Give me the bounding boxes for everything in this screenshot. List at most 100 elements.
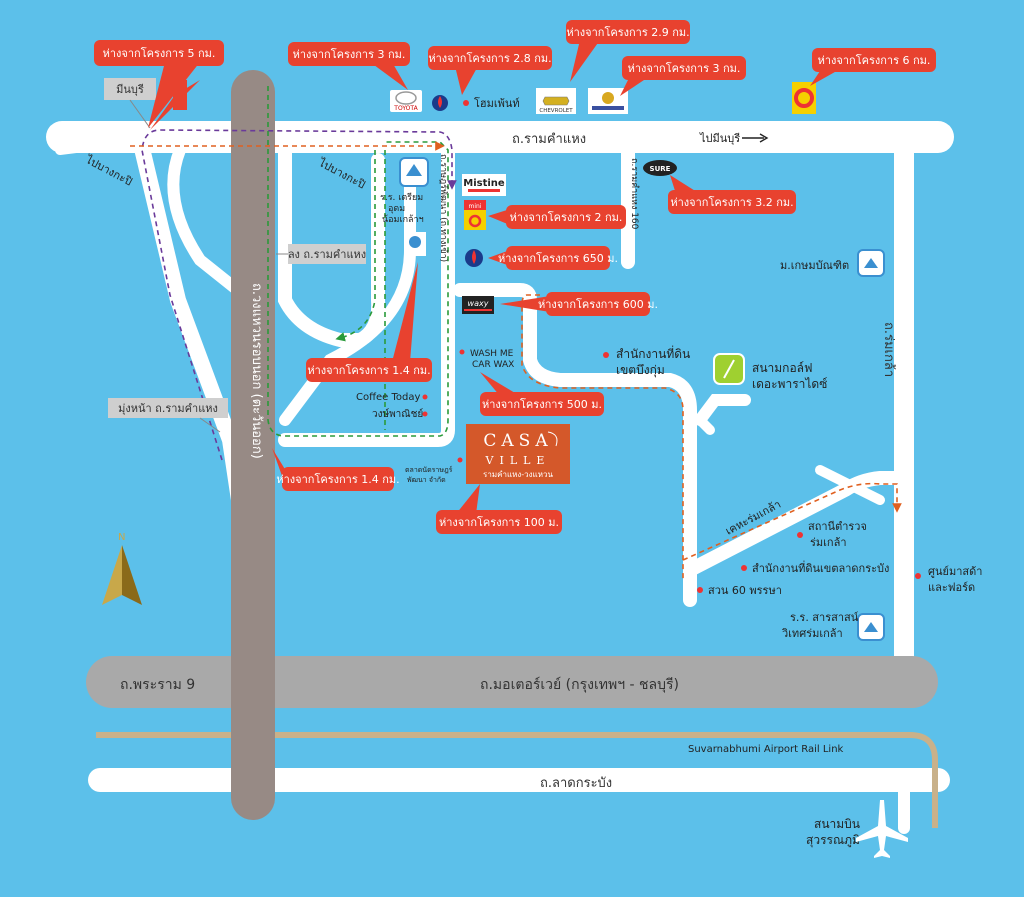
lat-krabang-office-dot: [741, 565, 747, 571]
airport-label-2: สุวรรณภูมิ: [806, 833, 860, 848]
svg-text:ห่างจากโครงการ 5 กม.: ห่างจากโครงการ 5 กม.: [103, 46, 216, 60]
svg-text:mini: mini: [469, 203, 482, 210]
market-label-1: ตลาดนัดราษฎร์: [405, 466, 453, 474]
ramkhamhaeng-label: ถ.รามคำแหง: [512, 132, 586, 147]
road-network: [46, 121, 954, 834]
callout-2-9km: ห่างจากโครงการ 2.9 กม.: [566, 20, 690, 82]
mazda-label-2: และฟอร์ด: [928, 581, 975, 594]
home-paint-label: โฮมเพ้นท์: [474, 96, 520, 110]
car-wash-label-2: CAR WAX: [472, 360, 514, 370]
ring-road: [231, 70, 275, 820]
land-office-dot: [603, 352, 609, 358]
svg-text:waxy: waxy: [468, 299, 489, 308]
callout-3km: ห่างจากโครงการ 3 กม.: [620, 56, 746, 96]
svg-text:N: N: [118, 532, 125, 543]
callout-2-8km: ห่างจากโครงการ 2.8 กม.: [428, 46, 552, 95]
svg-text:ห่างจากโครงการ 600 ม.: ห่างจากโครงการ 600 ม.: [538, 297, 658, 311]
motorway-label: ถ.มอเตอร์เวย์ (กรุงเทพฯ - ชลบุรี): [480, 676, 679, 693]
svg-text:ห่างจากโครงการ 100 ม.: ห่างจากโครงการ 100 ม.: [439, 515, 559, 529]
svg-text:ห่างจากโครงการ 3.2 กม.: ห่างจากโครงการ 3.2 กม.: [670, 195, 793, 209]
svg-text:SURE: SURE: [650, 165, 671, 173]
callouts: ห่างจากโครงการ 5 กม. ห่างจากโครงการ 3 กม…: [94, 20, 936, 534]
svg-text:ห่างจากโครงการ 2.8 กม.: ห่างจากโครงการ 2.8 กม.: [428, 51, 551, 65]
bank-logo-icon: [588, 88, 628, 114]
svg-text:ห่างจากโครงการ 650 ม.: ห่างจากโครงการ 650 ม.: [498, 251, 618, 265]
police-label-2: ร่มเกล้า: [810, 536, 847, 549]
callout-500m: ห่างจากโครงการ 500 ม.: [480, 372, 604, 416]
svg-text:ห่างจากโครงการ 1.4 กม.: ห่างจากโครงการ 1.4 กม.: [307, 363, 430, 377]
svg-text:ไปมีนบุรี: ไปมีนบุรี: [699, 132, 740, 145]
gas-station-icon-2: [465, 249, 483, 267]
svg-text:ห่างจากโครงการ 2 กม.: ห่างจากโครงการ 2 กม.: [510, 210, 623, 224]
airport-rail-link: [96, 732, 938, 828]
car-wash-label-1: WASH ME: [470, 349, 514, 359]
sure-logo: SURE: [643, 160, 677, 176]
car-wash-dot: [459, 349, 465, 355]
svg-text:มีนบุรี: มีนบุรี: [116, 83, 144, 96]
land-office-label-1: สำนักงานที่ดิน: [616, 345, 690, 361]
svg-text:TOYOTA: TOYOTA: [393, 105, 418, 112]
airplane-icon: [856, 800, 908, 858]
middle-road-label: ถ.ราษฎร์พัฒนา (ถ.ทางเข้า): [438, 154, 450, 262]
project-name-top: CASA: [483, 431, 552, 451]
market-dot: [457, 457, 463, 463]
suan60-dot: [697, 587, 703, 593]
toyota-logo: TOYOTA: [390, 90, 422, 112]
gas-station-icon: [432, 95, 448, 111]
university-icon: [857, 249, 885, 277]
school-triam-label-1: ร.ร. เตรียม: [380, 192, 423, 203]
sarasas-label-2: วิเทศร่มเกล้า: [781, 627, 842, 640]
waxy-logo: waxy: [462, 296, 494, 314]
motorway-road: [86, 656, 938, 708]
svg-text:ห่างจากโครงการ 6 กม.: ห่างจากโครงการ 6 กม.: [818, 53, 931, 67]
route-lines: [130, 86, 902, 580]
mazda-label-1: ศูนย์มาสด้า: [928, 565, 982, 578]
wongpanit-label: วงษ์พาณิชย์: [372, 408, 423, 420]
kasem-label: ม.เกษมบัณฑิต: [780, 259, 849, 272]
svg-text:ลง ถ.รามคำแหง: ลง ถ.รามคำแหง: [288, 248, 366, 261]
callout-100m: ห่างจากโครงการ 100 ม.: [436, 484, 562, 534]
golf-label-1: สนามกอล์ฟ: [752, 361, 813, 375]
school-triam-label-2: อุดม: [388, 204, 405, 214]
compass-north-icon: N: [102, 532, 142, 605]
wongpanit-dot: [422, 411, 428, 417]
mistine-logo: Mistine: [462, 174, 506, 196]
market-label-2: พัฒนา จำกัด: [407, 476, 446, 484]
svg-text:ห่างจากโครงการ 1.4 กม.: ห่างจากโครงการ 1.4 กม.: [276, 472, 399, 486]
rama9-label: ถ.พระราม 9: [120, 677, 195, 693]
project-subtitle: รามคำแหง-วงแหวน: [483, 470, 553, 479]
svg-text:CHEVROLET: CHEVROLET: [539, 108, 573, 114]
golf-label-2: เดอะพาราไดซ์: [752, 377, 827, 391]
down-ramkhamhaeng-tag: ลง ถ.รามคำแหง: [276, 244, 366, 264]
callout-1-4km-a: ห่างจากโครงการ 1.4 กม.: [306, 262, 432, 382]
big-c-logo: [792, 82, 816, 114]
minburi-tag: มีนบุรี: [104, 78, 156, 129]
police-dot: [797, 532, 803, 538]
callout-3km-toyota: ห่างจากโครงการ 3 กม.: [288, 42, 410, 90]
bank-building-icon: [404, 232, 426, 256]
project-name-bottom: VILLE: [485, 454, 551, 467]
svg-text:Mistine: Mistine: [463, 178, 505, 189]
home-paint-dot: [463, 100, 469, 106]
sarasas-label-1: ร.ร. สารสาสน์: [790, 611, 859, 624]
callout-3-2km: ห่างจากโครงการ 3.2 กม.: [668, 175, 796, 214]
sarasas-school-icon: [857, 613, 885, 641]
lat-krabang-office-label: สำนักงานที่ดินเขตลาดกระบัง: [752, 560, 889, 575]
golf-icon: [713, 353, 745, 385]
airport-label-1: สนามบิน: [814, 817, 860, 831]
school-triam-label-3: น้อมเกล้าฯ: [382, 214, 424, 225]
suan60-label: สวน 60 พรรษา: [708, 584, 782, 597]
callout-1-4km-b: ห่างจากโครงการ 1.4 กม.: [272, 448, 400, 491]
toward-ramkhamhaeng-tag: มุ่งหน้า ถ.รามคำแหง: [108, 398, 228, 433]
land-office-label-2: เขตบึงกุ่ม: [616, 363, 665, 378]
svg-text:ห่างจากโครงการ 500 ม.: ห่างจากโครงการ 500 ม.: [482, 397, 602, 411]
mini-big-c-logo: mini: [464, 200, 486, 230]
svg-text:ห่างจากโครงการ 3 กม.: ห่างจากโครงการ 3 กม.: [293, 47, 406, 61]
casa-ville-project[interactable]: CASA VILLE รามคำแหง-วงแหวน: [466, 424, 570, 484]
callout-5km: ห่างจากโครงการ 5 กม.: [94, 40, 224, 130]
coffee-label: Coffee Today: [356, 392, 420, 403]
callout-600m: ห่างจากโครงการ 600 ม.: [500, 292, 658, 316]
callout-2km: ห่างจากโครงการ 2 กม.: [488, 205, 626, 229]
coffee-dot: [422, 394, 428, 400]
